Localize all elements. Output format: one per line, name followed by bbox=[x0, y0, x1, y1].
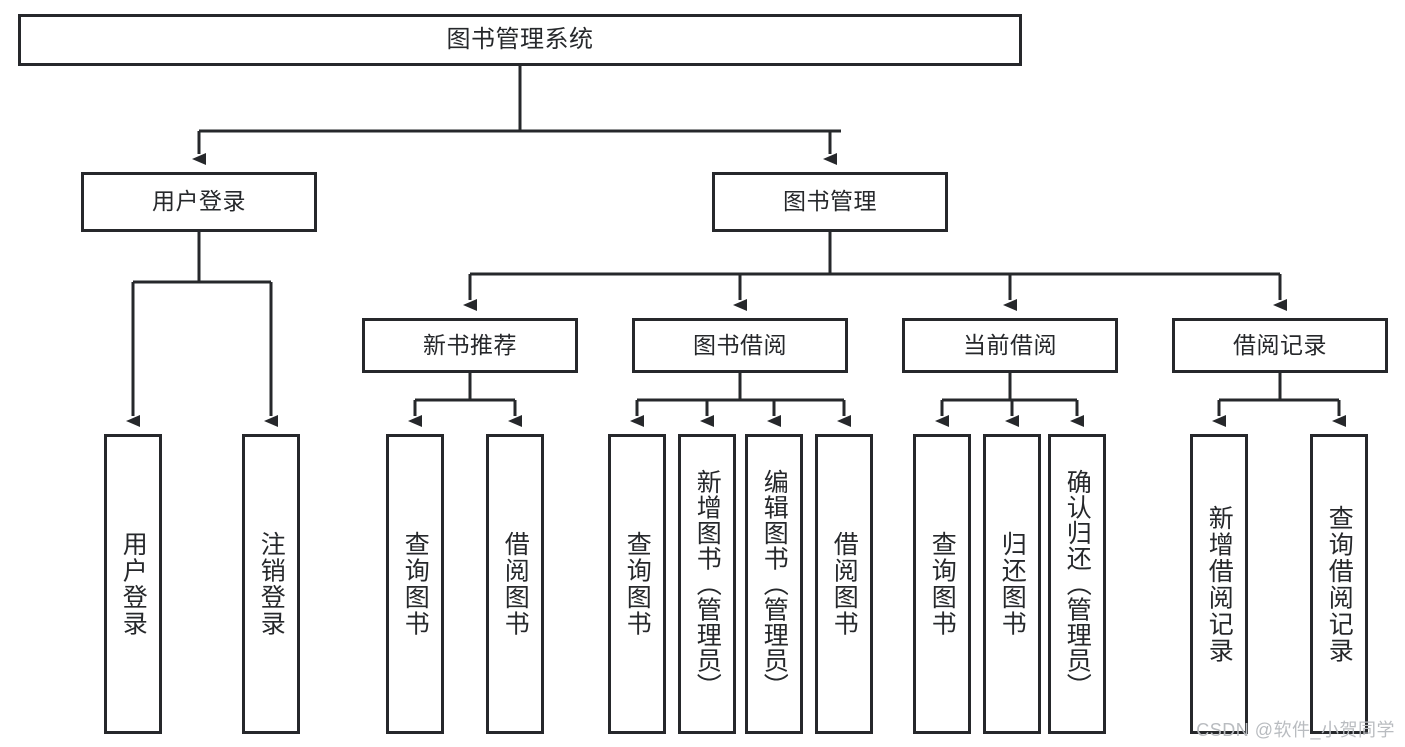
node-leaf-add-record-label: 新增借阅记录 bbox=[1205, 504, 1234, 664]
node-leaf-borrow-book-rec[interactable]: 借阅图书 bbox=[486, 434, 544, 734]
node-leaf-query-book-cur[interactable]: 查询图书 bbox=[913, 434, 971, 734]
node-new-book-rec-label: 新书推荐 bbox=[423, 331, 517, 358]
node-leaf-query-book-rec[interactable]: 查询图书 bbox=[386, 434, 444, 734]
node-leaf-query-book[interactable]: 查询图书 bbox=[608, 434, 666, 734]
node-leaf-add-book[interactable]: 新增图书（管理员） bbox=[678, 434, 736, 734]
node-leaf-user-logout-label: 注销登录 bbox=[257, 531, 286, 637]
node-leaf-query-book-rec-label: 查询图书 bbox=[401, 531, 430, 637]
node-borrow-record-label: 借阅记录 bbox=[1233, 331, 1327, 358]
node-user-login[interactable]: 用户登录 bbox=[81, 172, 317, 232]
node-leaf-borrow-book[interactable]: 借阅图书 bbox=[815, 434, 873, 734]
node-leaf-confirm-return[interactable]: 确认归还（管理员） bbox=[1048, 434, 1106, 734]
node-leaf-query-record-label: 查询借阅记录 bbox=[1325, 504, 1354, 664]
node-root-label: 图书管理系统 bbox=[446, 25, 594, 53]
node-leaf-borrow-book-label: 借阅图书 bbox=[830, 531, 859, 637]
node-leaf-confirm-return-label: 确认归还（管理员） bbox=[1063, 469, 1092, 699]
csdn-watermark: CSDN @软件_小贺同学 bbox=[1196, 720, 1395, 740]
node-leaf-edit-book-label: 编辑图书（管理员） bbox=[760, 469, 789, 699]
node-leaf-edit-book[interactable]: 编辑图书（管理员） bbox=[745, 434, 803, 734]
node-root[interactable]: 图书管理系统 bbox=[18, 14, 1022, 66]
node-borrow-record[interactable]: 借阅记录 bbox=[1172, 318, 1388, 373]
node-leaf-add-book-label: 新增图书（管理员） bbox=[693, 469, 722, 699]
node-user-login-label: 用户登录 bbox=[152, 188, 246, 215]
node-leaf-query-book-label: 查询图书 bbox=[623, 531, 652, 637]
node-current-borrow-label: 当前借阅 bbox=[963, 331, 1057, 358]
node-leaf-return-book[interactable]: 归还图书 bbox=[983, 434, 1041, 734]
node-book-borrow-label: 图书借阅 bbox=[693, 331, 787, 358]
node-book-manage[interactable]: 图书管理 bbox=[712, 172, 948, 232]
node-leaf-query-record[interactable]: 查询借阅记录 bbox=[1310, 434, 1368, 734]
node-leaf-user-logout[interactable]: 注销登录 bbox=[242, 434, 300, 734]
node-leaf-user-login-label: 用户登录 bbox=[119, 531, 148, 637]
node-current-borrow[interactable]: 当前借阅 bbox=[902, 318, 1118, 373]
node-leaf-query-book-cur-label: 查询图书 bbox=[928, 531, 957, 637]
node-leaf-borrow-book-rec-label: 借阅图书 bbox=[501, 531, 530, 637]
node-leaf-add-record[interactable]: 新增借阅记录 bbox=[1190, 434, 1248, 734]
node-book-borrow[interactable]: 图书借阅 bbox=[632, 318, 848, 373]
node-new-book-rec[interactable]: 新书推荐 bbox=[362, 318, 578, 373]
node-leaf-user-login[interactable]: 用户登录 bbox=[104, 434, 162, 734]
node-book-manage-label: 图书管理 bbox=[783, 188, 877, 215]
node-leaf-return-book-label: 归还图书 bbox=[998, 531, 1027, 637]
